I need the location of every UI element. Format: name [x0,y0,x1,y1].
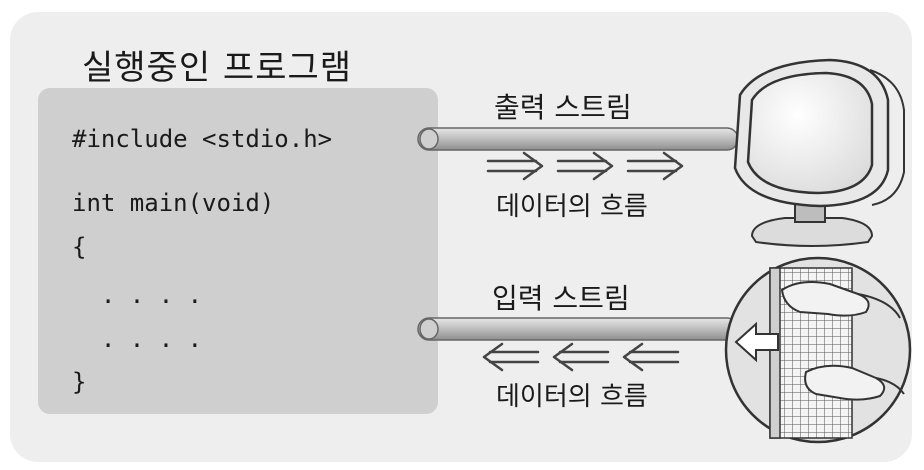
code-line-dots-1: . . . . [72,281,203,309]
input-stream-pipe [417,317,739,341]
monitor-icon [733,58,905,247]
keyboard-hands-icon [724,256,912,444]
code-line-open-brace: { [72,233,87,261]
program-code-box [38,88,438,414]
input-flow-arrows [482,342,680,372]
output-stream-pipe [417,127,739,151]
left-arrow-icon [552,342,610,372]
code-line-main: int main(void) [72,189,275,217]
right-arrow-icon [626,151,684,181]
code-line-close-brace: } [72,368,87,396]
left-arrow-icon [622,342,680,372]
right-arrow-icon [486,151,544,181]
program-title: 실행중인 프로그램 [82,48,353,88]
right-arrow-icon [556,151,614,181]
output-flow-arrows [486,151,684,181]
left-arrow-icon [482,342,540,372]
input-flow-label: 데이터의 흐름 [496,382,648,412]
output-flow-label: 데이터의 흐름 [496,192,648,222]
input-stream-label: 입력 스트림 [492,282,630,315]
code-line-include: #include <stdio.h> [72,125,333,153]
output-stream-label: 출력 스트림 [494,91,632,124]
code-line-dots-2: . . . . [72,325,203,353]
